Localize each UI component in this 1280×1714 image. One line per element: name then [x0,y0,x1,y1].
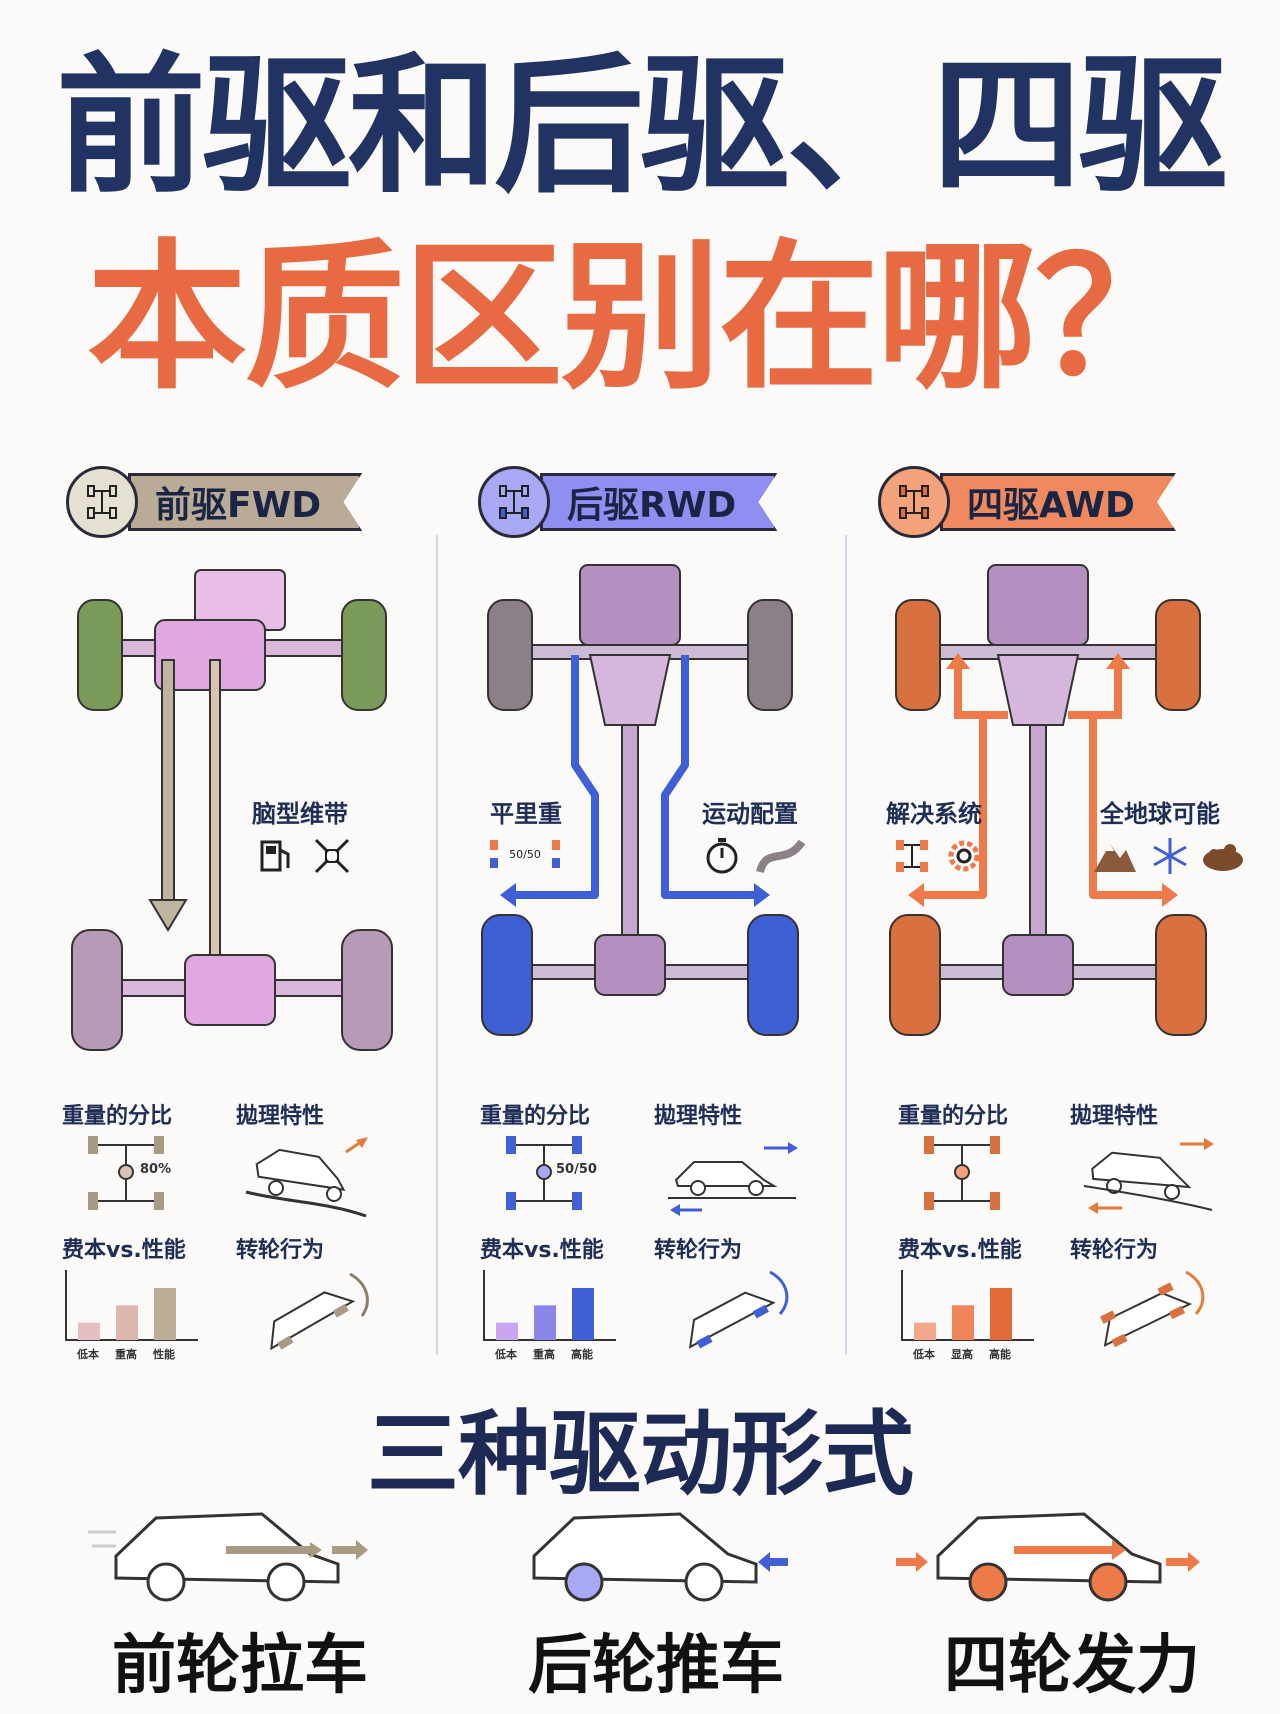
road-curve-icon [756,839,806,874]
awd-cost-tick: 高能 [989,1348,1011,1361]
cost-bar [952,1305,974,1340]
awd-feature-label-1: 解决系统 [886,800,982,828]
fwd-chassis-illustration [71,569,393,1051]
cost-bar [154,1288,176,1340]
badge-fwd-label: 前驱FWD [128,473,363,531]
rwd-cost-chart [483,1270,616,1341]
rwd-cost-tick: 重高 [533,1348,555,1361]
fwd-weight-title: 重量的分比 [62,1104,173,1129]
cost-bar [116,1305,138,1340]
awd-handling-title: 拋理特性 [1070,1104,1159,1129]
snowflake-icon [1153,838,1187,874]
rwd-feature-label-2: 运动配置 [702,800,798,828]
rwd-cornering-title: 转轮行为 [654,1238,743,1263]
column-divider [436,535,438,1355]
column-divider [845,535,847,1355]
fwd-cost-chart [65,1270,198,1341]
rwd-weight-title: 重量的分比 [480,1104,591,1129]
awd-handling-car-icon [1083,1138,1214,1214]
rwd-drivetrain-icon [478,466,550,538]
rwd-push-car-icon [532,1512,788,1602]
fwd-handling-title: 拋理特性 [236,1104,325,1129]
bottom-label-awd: 四轮发力 [944,1629,1200,1703]
awd-weight-diagram [924,1136,1000,1210]
awd-cost-tick: 显高 [951,1348,973,1361]
stopwatch-icon [706,838,738,874]
mountain-icon [1094,844,1136,872]
awd-weight-title: 重量的分比 [898,1104,1009,1129]
fwd-pull-car-icon [88,1512,368,1602]
fwd-cost-tick: 性能 [153,1348,175,1361]
awd-cornering-title: 转轮行为 [1070,1238,1159,1263]
cost-bar [990,1288,1012,1340]
fuel-pump-icon [260,840,290,872]
awd-drivetrain-icon [878,466,950,538]
cost-bar [534,1305,556,1340]
drivetrain-icon [896,840,928,872]
badge-rwd: 后驱RWD [478,466,778,538]
awd-power-car-icon [896,1512,1200,1602]
fwd-cost-tick: 重高 [115,1348,137,1361]
fwd-cornering-title: 转轮行为 [236,1238,325,1263]
weight-balance-icon: 50/50 [490,840,560,868]
rwd-weight-badge-text: 50/50 [509,848,541,861]
awd-cost-tick: 低本 [913,1348,935,1361]
fwd-cornering-car-icon [270,1272,369,1351]
bottom-label-fwd: 前轮拉车 [112,1629,368,1703]
fwd-handling-car-icon [245,1137,368,1218]
rwd-cornering-car-icon [688,1270,789,1349]
awd-cost-title: 费本vs.性能 [898,1238,1022,1263]
fwd-weight-value: 80% [140,1162,172,1177]
cost-bar [914,1322,936,1340]
cost-bar [496,1322,518,1340]
badge-fwd: 前驱FWD [66,466,363,538]
rwd-cost-tick: 低本 [495,1348,517,1361]
mud-icon [1203,844,1243,871]
rwd-weight-diagram [506,1136,582,1210]
cost-bar [572,1288,594,1340]
rwd-cost-title: 费本vs.性能 [480,1238,604,1263]
fwd-cost-title: 费本vs.性能 [62,1238,186,1263]
rwd-chassis-illustration [481,564,799,1036]
fwd-cost-tick: 低本 [77,1348,99,1361]
fwd-feature-label: 脑型维带 [252,800,348,828]
awd-feature-label-2: 全地球可能 [1100,800,1220,828]
badge-awd-label: 四驱AWD [940,473,1176,531]
awd-cost-chart [901,1270,1034,1341]
headline-line1: 前驱和后驱、四驱 [55,40,1228,214]
awd-cornering-car-icon [1099,1270,1205,1348]
badge-awd: 四驱AWD [878,466,1176,538]
bottom-label-rwd: 后轮推车 [528,1629,784,1703]
awd-chassis-illustration [889,564,1207,1036]
rwd-cost-tick: 高能 [571,1348,593,1361]
rwd-handling-title: 拋理特性 [654,1104,743,1129]
badge-rwd-label: 后驱RWD [540,473,778,531]
rwd-handling-car-icon [668,1142,798,1216]
rwd-feature-label-1: 平里重 [490,800,562,828]
fwd-drivetrain-icon [66,466,138,538]
shrink-arrows-icon [314,838,350,874]
fwd-weight-diagram [88,1136,164,1210]
rwd-weight-value: 50/50 [556,1162,597,1177]
headline-line2: 本质区别在哪？ [86,224,1195,411]
gear-icon [948,840,980,872]
section-title: 三种驱动形式 [366,1401,914,1508]
cost-bar [78,1322,100,1340]
